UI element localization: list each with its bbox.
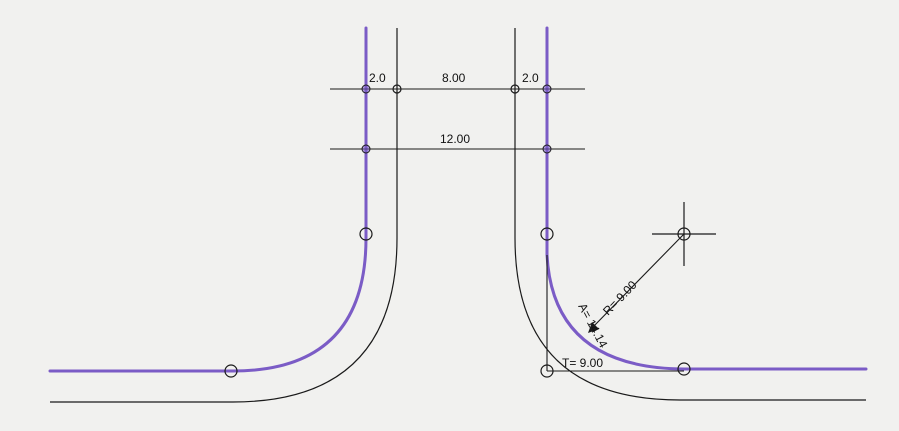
tangent-marker-right-top [540,227,554,241]
node-top-left-inner [361,84,371,94]
radius-line [591,233,685,329]
tangent-marker-right-end [677,362,691,376]
left-curb-line [48,26,368,373]
tangent-marker-left-top [359,227,373,241]
node-top-right-outer [510,84,520,94]
dim-label-left: 2.0 [369,71,386,85]
tangent-length-label: T= 9.00 [562,356,603,370]
tangent-marker-left-bottom [224,364,238,378]
radius-label: R= 9.00 [600,278,640,318]
right-curb-line [545,26,868,371]
node-top-left-outer [392,84,402,94]
node-top-right-inner [542,84,552,94]
node-total-left [361,144,371,154]
dim-label-right: 2.0 [522,71,539,85]
left-outer-edge [50,28,398,403]
radius-arrowhead [588,322,599,333]
dim-label-total: 12.00 [440,132,470,146]
node-total-right [542,144,552,154]
right-outer-edge [514,28,866,401]
dim-label-mid: 8.00 [442,71,466,85]
